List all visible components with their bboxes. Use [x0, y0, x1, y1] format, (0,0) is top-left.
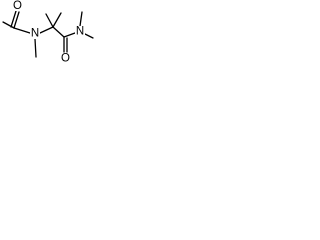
bond-acetyl-carbonyl-a: [13, 11, 20, 29]
bond-quaternary-methyl-left: [45, 13, 54, 28]
bond-acetyl-methyl: [2, 21, 15, 29]
oxygen-acetyl-bg: [13, 1, 22, 11]
oxygen-amide-label: O: [61, 53, 70, 65]
bond-carbonyl-to-n: [13, 27, 31, 34]
bond-carbonyl-to-dimethyl-n: [63, 32, 76, 38]
bond-group: [2, 10, 94, 58]
oxygen-amide-bg: [61, 53, 70, 64]
oxygen-acetyl-label: O: [13, 0, 22, 12]
bond-n-methyl: [34, 38, 37, 58]
nitrogen-amide-label: N: [31, 28, 39, 40]
nitrogen-dimethyl-label: N: [76, 26, 84, 38]
bond-quaternary-to-carbonyl: [52, 26, 65, 38]
atom-label-group: O N N O: [13, 0, 85, 65]
bond-n-to-quaternary: [39, 26, 54, 34]
bond-dimethyl-n-methyl-right: [84, 33, 94, 39]
nitrogen-dimethyl-bg: [75, 26, 85, 37]
bond-quaternary-methyl-right: [52, 12, 62, 28]
bond-acetyl-carbonyl-b: [10, 10, 17, 28]
chemical-structure: O N N O: [2, 0, 94, 65]
nitrogen-amide-bg: [30, 28, 40, 39]
bond-dimethyl-n-methyl-up: [79, 11, 83, 27]
